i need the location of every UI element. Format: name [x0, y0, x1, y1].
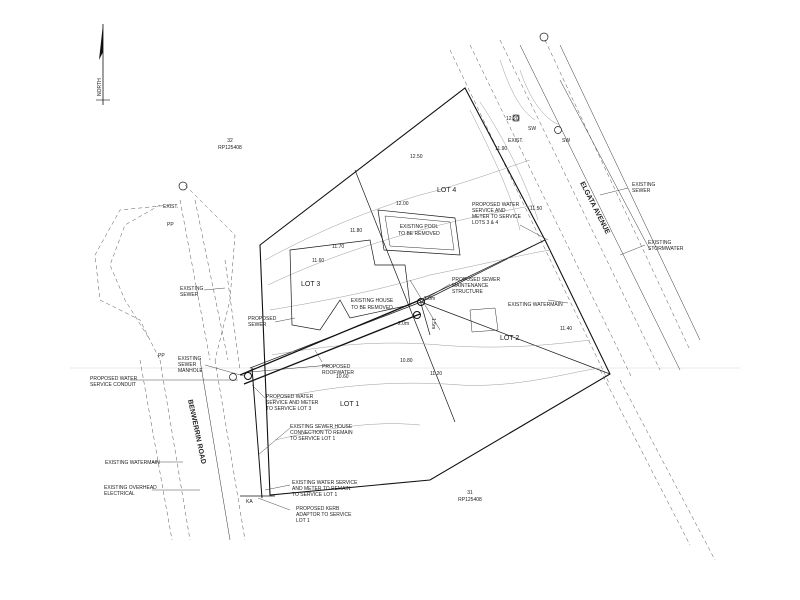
tag-ka: KA — [246, 499, 253, 505]
contour-lines — [264, 59, 601, 441]
label-water-service-remain: EXISTING WATER SERVICE AND METER TO REMA… — [292, 480, 359, 498]
existing-pool — [377, 209, 461, 256]
label-sewer-house-connection: EXISTING SEWER HOUSE CONNECTION TO REMAI… — [290, 424, 354, 442]
label-sewer-maintenance-structure: PROPOSED SEWER MAINTENANCE STRUCTURE — [452, 277, 501, 295]
label-existing-sewer-west: EXISTING SEWER — [180, 286, 205, 298]
label-sewer-manhole: EXISTING SEWER MANHOLE — [178, 356, 203, 374]
spot-level: 11.40 — [560, 326, 572, 332]
tag-dim-2: 1.5m — [430, 318, 436, 329]
label-existing-stormwater: EXISTING STORMWATER — [648, 240, 684, 252]
spot-level: 12.20 — [506, 116, 519, 122]
tag-pp-road: PP — [158, 353, 165, 359]
parcel-north-number: 32 — [227, 138, 233, 144]
label-proposed-roofwater: PROPOSED ROOFWATER — [322, 364, 354, 376]
label-existing-watermain-east: EXISTING WATERMAIN — [508, 302, 563, 308]
spot-levels: 12.00 12.50 11.80 11.70 11.60 10.60 10.8… — [312, 116, 572, 380]
spot-level: 11.60 — [312, 258, 324, 264]
utility-poles — [178, 32, 562, 381]
tag-exist-east: EXIST. — [508, 138, 523, 144]
parcel-south-number: 31 — [467, 490, 473, 496]
spot-level: 11.70 — [332, 244, 344, 250]
spot-level: 12.00 — [396, 201, 409, 207]
spot-level: 11.90 — [495, 146, 507, 152]
label-kerb-adaptor: PROPOSED KERB ADAPTOR TO SERVICE LOT 1 — [296, 506, 353, 524]
label-existing-watermain-west: EXISTING WATERMAIN — [105, 460, 160, 466]
label-water-service-conduit: PROPOSED WATER SERVICE CONDUIT — [90, 376, 139, 388]
leader-lines — [130, 187, 646, 511]
spot-level: 11.80 — [350, 228, 362, 234]
road-elgata-avenue: ELGATA AVENUE — [578, 181, 611, 236]
tag-exist-west: EXIST. — [163, 204, 178, 210]
pool-label-1: EXISTING POOL — [400, 224, 439, 230]
tag-sw-2: SW — [562, 138, 570, 144]
house-label-2: TO BE REMOVED — [351, 305, 393, 311]
proposed-services — [239, 239, 546, 499]
lot-3-label: LOT 3 — [301, 281, 320, 288]
parcel-north-plan: RP125408 — [218, 145, 242, 151]
elgata-avenue-corridor — [449, 39, 716, 561]
spot-level: 11.50 — [530, 206, 542, 212]
spot-level: 10.80 — [400, 358, 413, 364]
label-existing-sewer-ne: EXISTING SEWER — [632, 182, 657, 194]
north-arrow: NORTH — [96, 24, 110, 105]
spot-level: 11.20 — [430, 371, 442, 377]
lot-2-label: LOT 2 — [500, 335, 519, 342]
tag-sw-1: SW — [528, 126, 536, 132]
north-arrow-icon — [99, 24, 103, 60]
road-benwerrin-road: BENWERRIN ROAD — [186, 399, 207, 465]
pool-label-2: TO BE REMOVED — [398, 231, 440, 237]
label-overhead-electrical: EXISTING OVERHEAD ELECTRICAL — [104, 485, 158, 497]
existing-house — [289, 239, 411, 331]
house-label-1: EXISTING HOUSE — [351, 298, 394, 304]
sewer-manhole-icon — [244, 372, 252, 380]
lot-4-label: LOT 4 — [437, 187, 456, 194]
sewer-structure-icon — [413, 311, 421, 319]
tag-pp-west: PP — [167, 222, 174, 228]
lot-1-label: LOT 1 — [340, 401, 359, 408]
spot-level: 12.50 — [410, 154, 423, 160]
spot-level: 10.60 — [336, 374, 349, 380]
sewer-maintenance-structure-icon — [417, 298, 425, 306]
north-label: NORTH — [97, 78, 103, 96]
tag-dim-3: 2.0m — [424, 296, 435, 302]
label-proposed-sewer: PROPOSED SEWER — [248, 316, 278, 328]
parcel-south-plan: RP125408 — [458, 497, 482, 503]
benwerrin-road-corridor — [94, 184, 246, 541]
label-water-service-lot-3: PROPOSED WATER SERVICE AND METER TO SERV… — [266, 394, 320, 412]
tag-dim-1: 2.0m — [398, 321, 409, 327]
label-water-service-lots-3-4: PROPOSED WATER SERVICE AND METER TO SERV… — [472, 202, 522, 226]
